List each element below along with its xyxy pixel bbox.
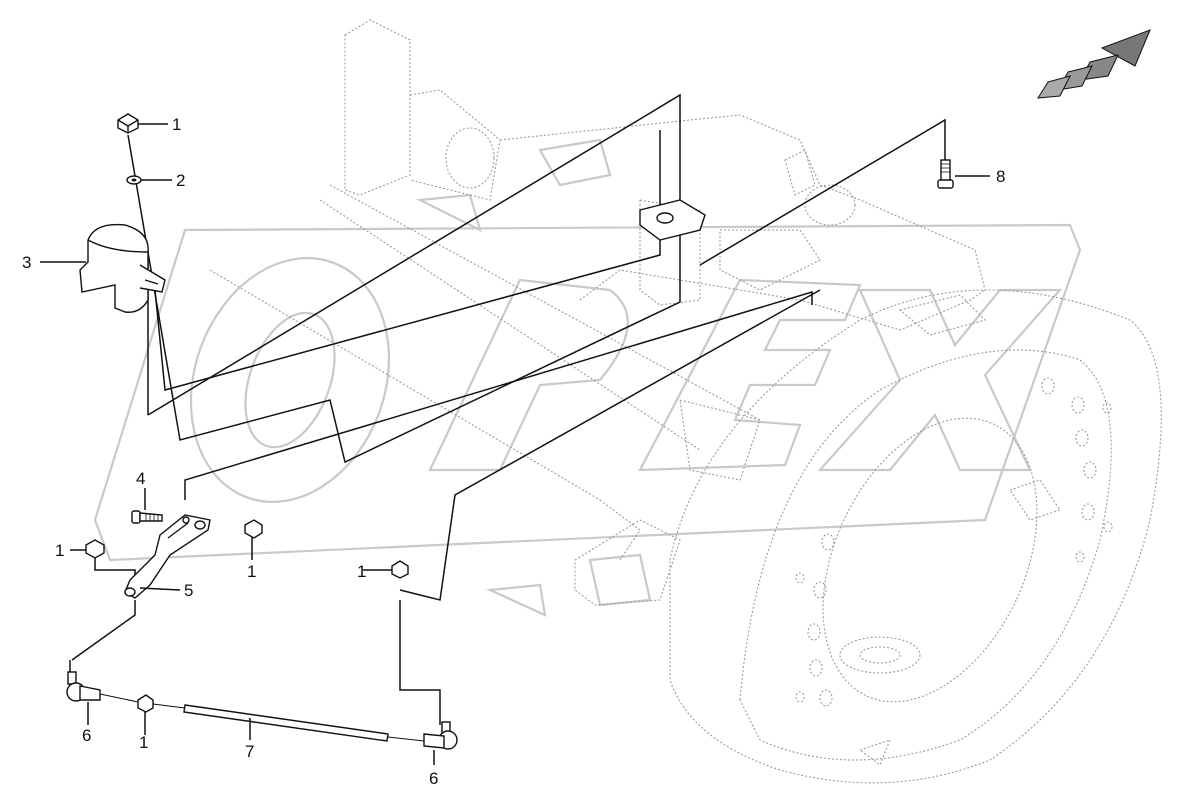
mounting-bracket <box>639 199 706 241</box>
callout-1-bottom: 1 <box>139 733 148 752</box>
ball-joint-part-6-right <box>423 721 458 750</box>
bolt-part-8 <box>937 159 954 189</box>
washer-part-2 <box>126 175 142 185</box>
callout-6-left: 6 <box>82 726 91 745</box>
lever-part-5 <box>124 514 211 599</box>
nut-part-1-center <box>391 560 409 579</box>
nut-part-1-left <box>85 539 105 559</box>
callout-7: 7 <box>245 742 254 761</box>
callout-3: 3 <box>22 253 31 272</box>
machine-background <box>209 19 1162 784</box>
callout-1-top: 1 <box>172 115 181 134</box>
callout-8: 8 <box>996 167 1005 186</box>
callout-5: 5 <box>184 581 193 600</box>
nut-part-1-bottom <box>137 694 154 713</box>
bolt-part-4 <box>131 510 163 524</box>
callout-leaders <box>40 123 990 765</box>
watermark-logo <box>93 138 1082 617</box>
callout-1-right: 1 <box>247 562 256 581</box>
callout-labels: 1 2 3 4 1 1 5 1 6 1 7 6 8 <box>22 115 1005 788</box>
rod-part-7 <box>99 693 425 742</box>
callout-6-right: 6 <box>429 769 438 788</box>
sensor-part-3 <box>79 223 166 313</box>
nut-part-1-right <box>244 519 263 539</box>
callout-4: 4 <box>136 469 145 488</box>
bolt-holes <box>795 377 1113 707</box>
callout-1-center: 1 <box>357 562 366 581</box>
ball-joint-part-6-left <box>66 671 101 702</box>
nut-part-1-top <box>117 113 139 134</box>
callout-2: 2 <box>176 171 185 190</box>
callout-1-left: 1 <box>55 541 64 560</box>
direction-arrow-icon <box>1037 29 1151 99</box>
